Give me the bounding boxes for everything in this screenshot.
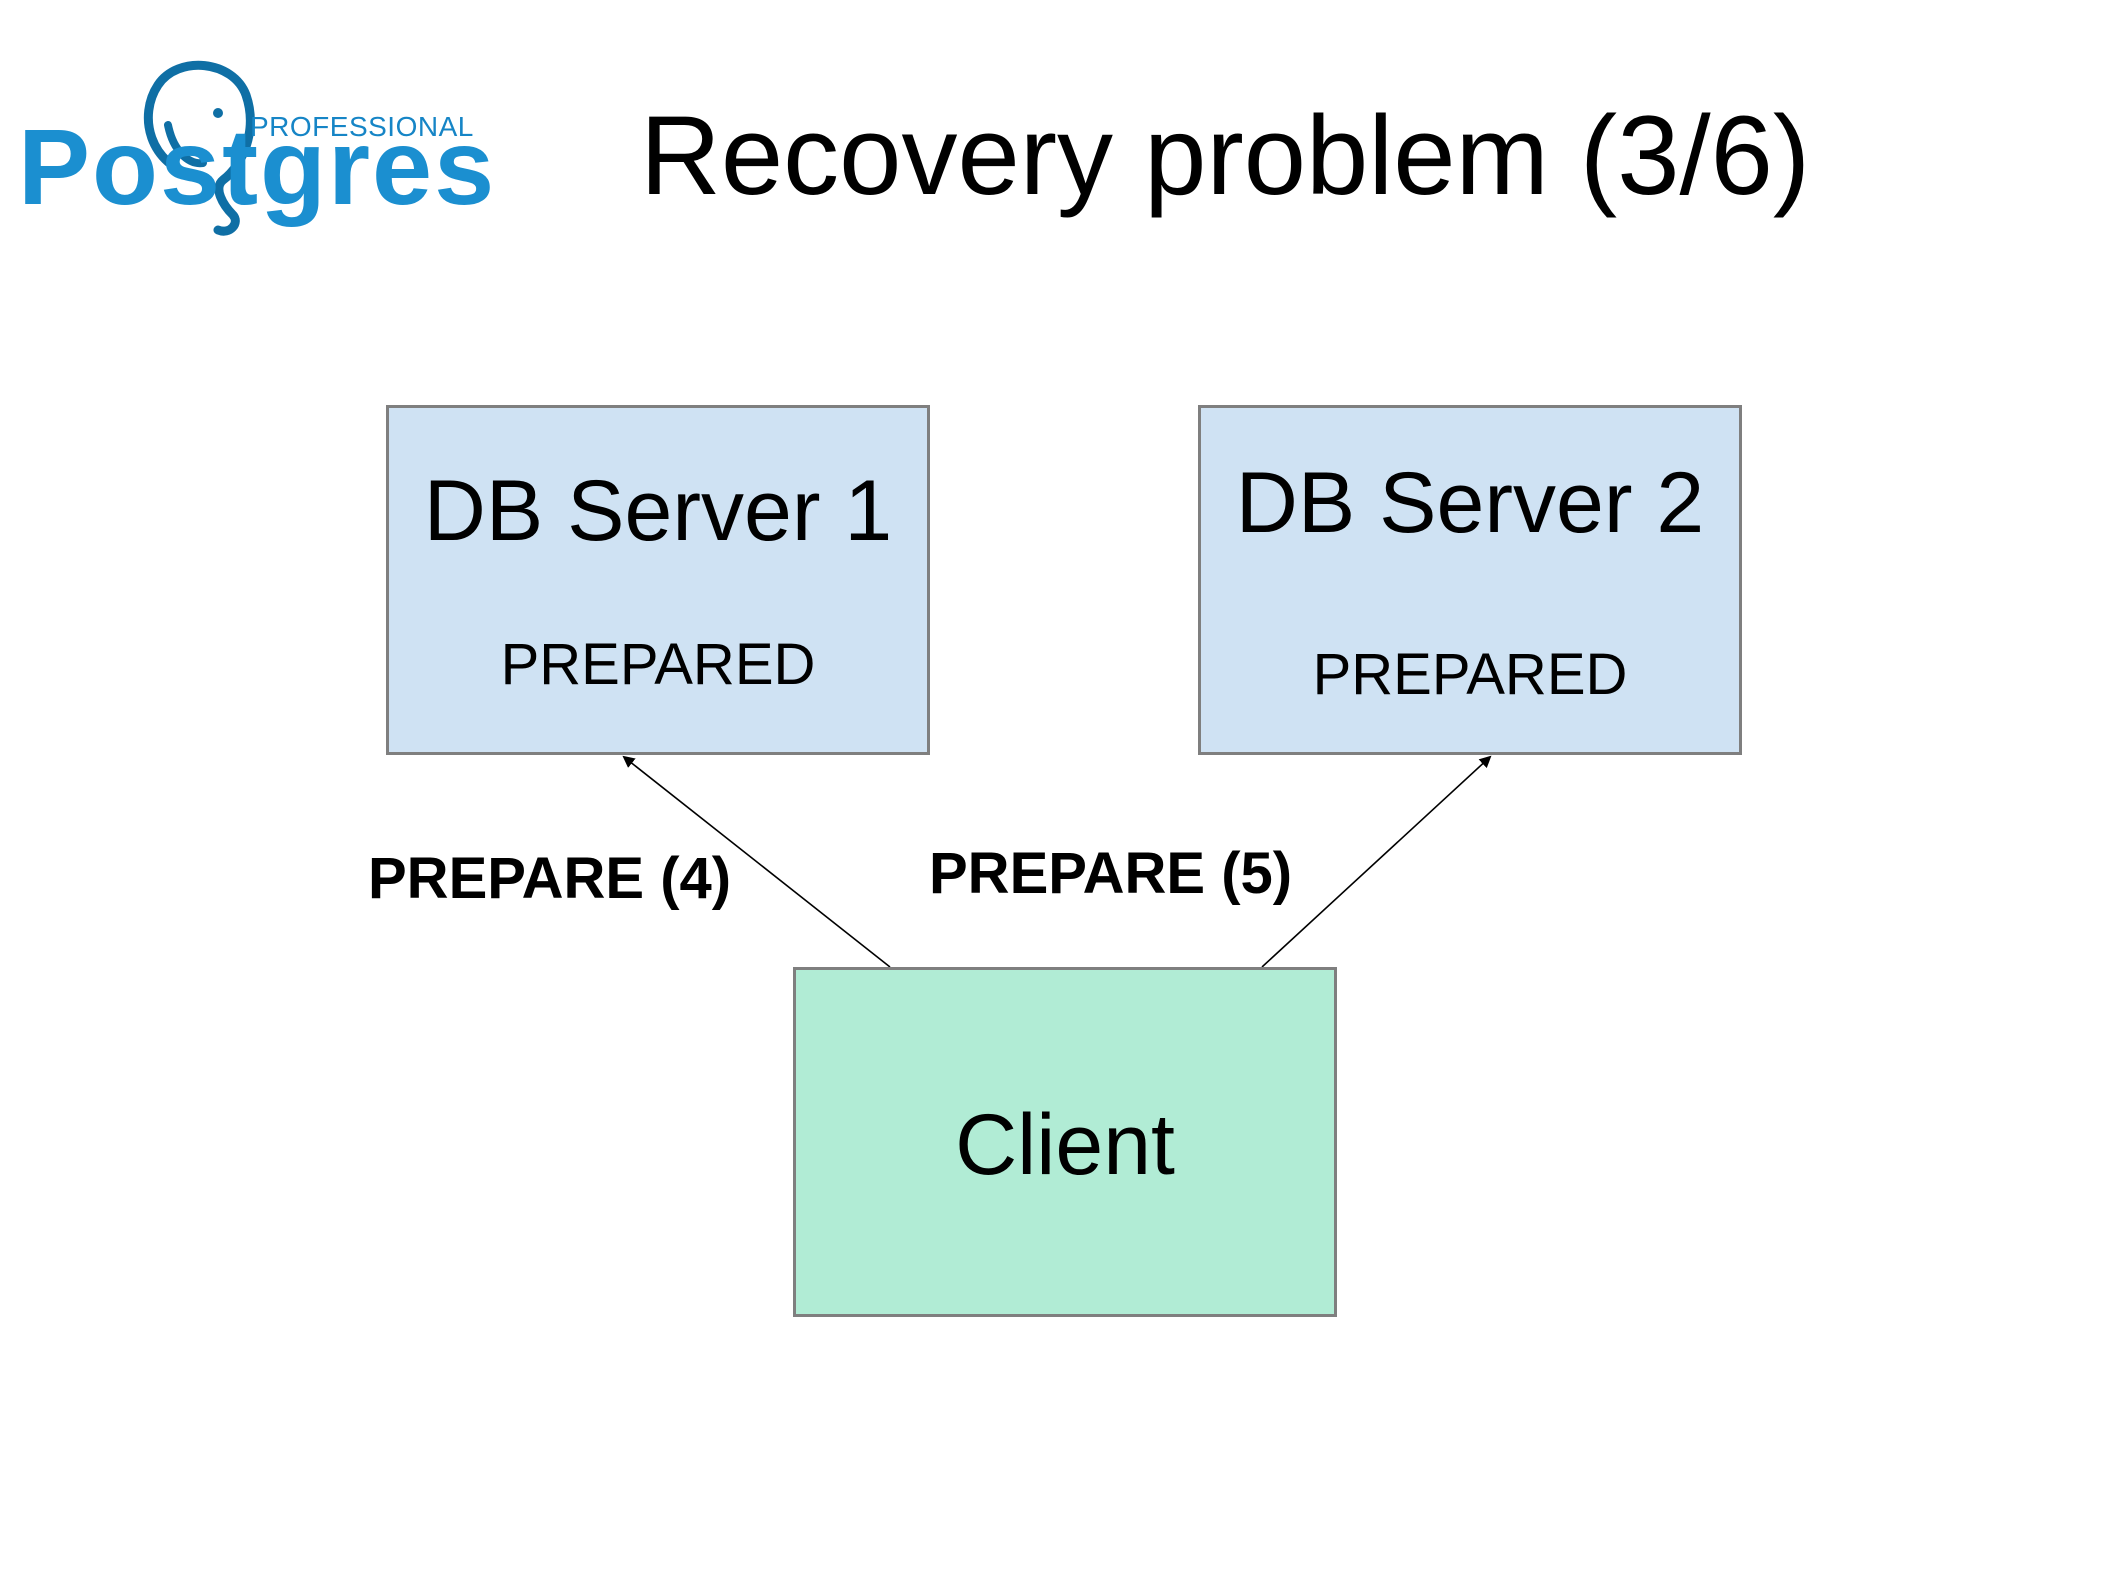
elephant-icon <box>143 60 255 236</box>
edge-label-prepare-4: PREPARE (4) <box>368 846 732 911</box>
db-server-2-label: DB Server 2 <box>1235 455 1705 551</box>
logo-wordmark: Postgres <box>18 106 497 227</box>
edge-label-prepare-5: PREPARE (5) <box>929 841 1293 906</box>
slide-title: Recovery problem (3/6) <box>640 93 1811 218</box>
client-node: Client <box>793 967 1337 1317</box>
db-server-2-node: DB Server 2 PREPARED <box>1198 405 1742 755</box>
logo-tagline: PROFESSIONAL <box>250 111 474 142</box>
db-server-1-status: PREPARED <box>500 632 816 697</box>
arrow-client-to-server2 <box>1261 755 1492 968</box>
postgres-professional-logo: PROFESSIONAL Postgres <box>18 55 494 245</box>
client-label: Client <box>955 1097 1175 1193</box>
db-server-2-status: PREPARED <box>1312 642 1628 707</box>
db-server-1-label: DB Server 1 <box>423 463 893 559</box>
db-server-1-node: DB Server 1 PREPARED <box>386 405 930 755</box>
